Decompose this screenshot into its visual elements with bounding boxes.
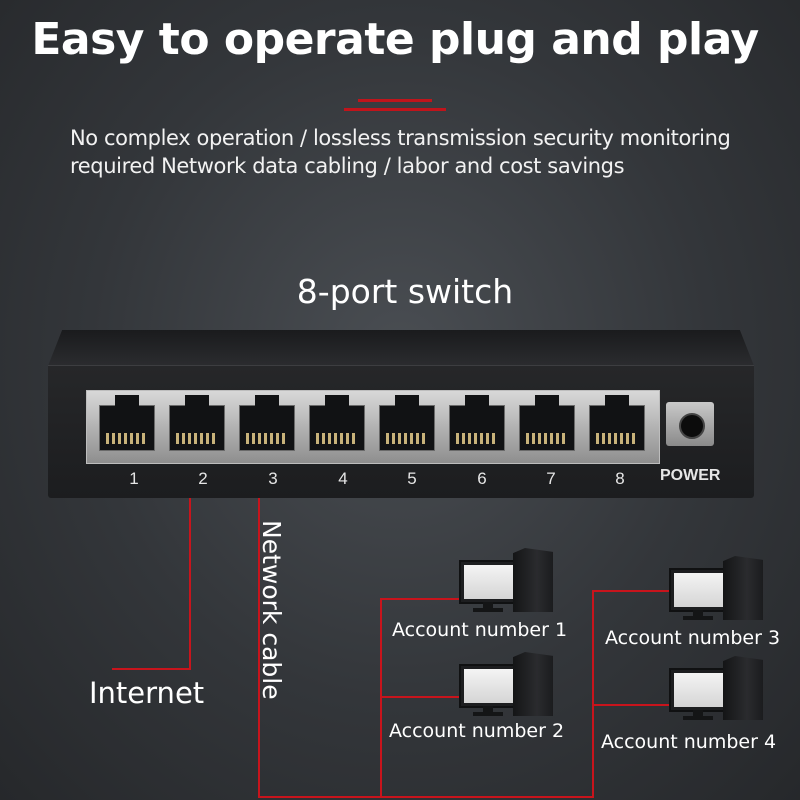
branch-a-vertical [380, 598, 382, 798]
port-number-2: 2 [198, 469, 208, 488]
internet-wire-horizontal [112, 668, 191, 670]
account-label-1: Account number 1 [392, 619, 568, 641]
subtitle: No complex operation / lossless transmis… [70, 124, 770, 180]
ethernet-port-6 [449, 395, 505, 451]
port-number-5: 5 [407, 469, 417, 488]
computer-icon-3 [669, 556, 779, 626]
switch-front-panel: 1 2 3 4 5 6 7 8 POWER [48, 365, 754, 498]
ethernet-port-7 [519, 395, 575, 451]
ethernet-port-4 [309, 395, 365, 451]
port-number-4: 4 [338, 469, 348, 488]
ethernet-port-5 [379, 395, 435, 451]
branch-a-to-pc1 [380, 598, 462, 600]
device-title: 8-port switch [296, 272, 514, 311]
port-number-3: 3 [268, 469, 278, 488]
page-title: Easy to operate plug and play [31, 14, 759, 65]
computer-icon-1 [459, 548, 569, 618]
cable-wire-vertical [258, 498, 260, 798]
branch-b-to-pc4 [592, 704, 672, 706]
title-underline-top [358, 99, 432, 102]
ethernet-port-1 [99, 395, 155, 451]
branch-b-to-pc3 [592, 590, 672, 592]
computer-icon-2 [459, 652, 569, 722]
network-cable-label: Network cable [257, 520, 286, 700]
power-label: POWER [660, 467, 721, 484]
ethernet-port-2 [169, 395, 225, 451]
branch-b-vertical [592, 590, 594, 798]
title-underline-bottom [344, 108, 446, 111]
account-label-2: Account number 2 [389, 720, 565, 742]
account-label-3: Account number 3 [605, 627, 781, 649]
branch-a-to-pc2 [380, 696, 462, 698]
ethernet-port-8 [589, 395, 645, 451]
port-panel [86, 390, 660, 464]
power-jack-icon [666, 402, 714, 446]
port-number-8: 8 [615, 469, 625, 488]
port-number-7: 7 [546, 469, 556, 488]
internet-label: Internet [89, 676, 205, 710]
internet-wire-vertical [189, 498, 191, 670]
subtitle-line-1: No complex operation / lossless transmis… [70, 126, 731, 150]
subtitle-line-2: required Network data cabling / labor an… [70, 154, 625, 178]
port-number-6: 6 [477, 469, 487, 488]
port-number-1: 1 [129, 469, 139, 488]
switch-top-cover [48, 330, 754, 366]
computer-icon-4 [669, 656, 779, 726]
account-label-4: Account number 4 [601, 731, 777, 753]
cable-wire-bottom [258, 796, 594, 798]
ethernet-port-3 [239, 395, 295, 451]
